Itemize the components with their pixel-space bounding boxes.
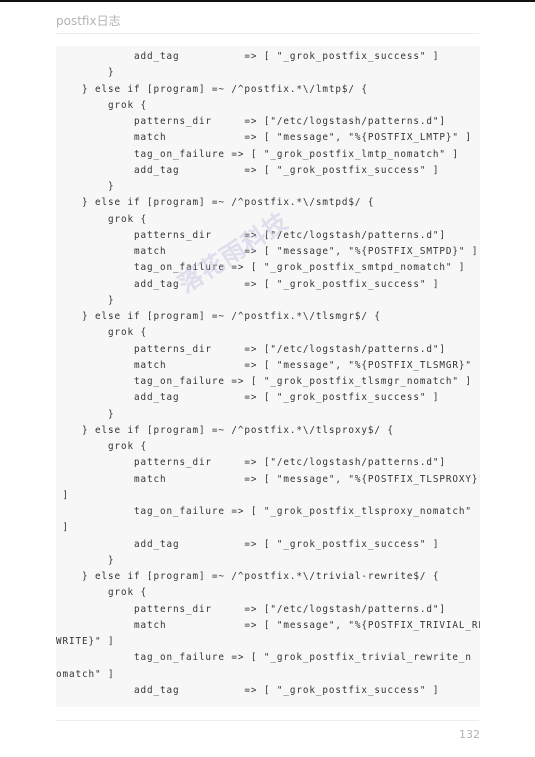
code-line: add_tag => [ "_grok_postfix_success" ] <box>56 538 440 550</box>
footer-divider <box>56 720 479 721</box>
code-block: add_tag => [ "_grok_postfix_success" ] }… <box>56 46 480 707</box>
code-line: grok { <box>56 99 147 111</box>
code-line: omatch" ] <box>56 668 115 680</box>
code-line: ] <box>56 522 69 534</box>
code-line: tag_on_failure => [ "_grok_postfix_smtpd… <box>56 262 466 274</box>
code-line: patterns_dir => ["/etc/logstash/patterns… <box>56 603 446 615</box>
code-line: match => [ "message", "%{POSTFIX_TLSMGR}… <box>56 359 480 371</box>
code-line: tag_on_failure => [ "_grok_postfix_lmtp_… <box>56 148 459 160</box>
code-line: grok { <box>56 213 147 225</box>
code-line: match => [ "message", "%{POSTFIX_TRIVIAL… <box>56 619 480 631</box>
code-line: } else if [program] =~ /^postfix.*\/tlsm… <box>56 311 381 322</box>
code-line: grok { <box>56 587 147 599</box>
code-line: grok { <box>56 327 147 339</box>
code-line: } else if [program] =~ /^postfix.*\/triv… <box>56 571 440 582</box>
code-line: tag_on_failure => [ "_grok_postfix_tlspr… <box>56 506 472 517</box>
code-line: grok { <box>56 441 147 452</box>
header-divider <box>56 33 479 34</box>
code-line: add_tag => [ "_grok_postfix_success" ] <box>56 392 440 404</box>
code-line: } <box>56 408 115 420</box>
code-line: } else if [program] =~ /^postfix.*\/lmtp… <box>56 83 368 95</box>
code-line: } else if [program] =~ /^postfix.*\/tlsp… <box>56 424 394 436</box>
code-line: match => [ "message", "%{POSTFIX_TLSPROX… <box>56 473 480 485</box>
code-line: tag_on_failure => [ "_grok_postfix_trivi… <box>56 652 472 664</box>
code-line: add_tag => [ "_grok_postfix_success" ] <box>56 164 440 176</box>
code-line: } else if [program] =~ /^postfix.*\/smtp… <box>56 197 375 209</box>
code-line: patterns_dir => ["/etc/logstash/patterns… <box>56 229 446 241</box>
code-line: } <box>56 554 115 566</box>
running-header: postfix日志 <box>56 14 121 28</box>
page-number: 132 <box>459 728 480 741</box>
code-line: add_tag => [ "_grok_postfix_success" ] <box>56 278 440 290</box>
code-line: ] <box>56 489 69 501</box>
code-line: match => [ "message", "%{POSTFIX_LMTP}" … <box>56 132 472 144</box>
code-line: } <box>56 181 115 192</box>
top-border <box>0 0 535 2</box>
code-line: WRITE}" ] <box>56 636 115 647</box>
code-line: add_tag => [ "_grok_postfix_success" ] <box>56 51 440 62</box>
code-line: tag_on_failure => [ "_grok_postfix_tlsmg… <box>56 376 472 387</box>
code-line: add_tag => [ "_grok_postfix_success" ] <box>56 684 440 696</box>
code-line: patterns_dir => ["/etc/logstash/patterns… <box>56 116 446 127</box>
code-line: } <box>56 294 115 306</box>
code-line: } <box>56 67 115 79</box>
code-line: patterns_dir => ["/etc/logstash/patterns… <box>56 457 446 469</box>
code-line: patterns_dir => ["/etc/logstash/patterns… <box>56 343 446 355</box>
code-line: match => [ "message", "%{POSTFIX_SMTPD}"… <box>56 246 479 257</box>
